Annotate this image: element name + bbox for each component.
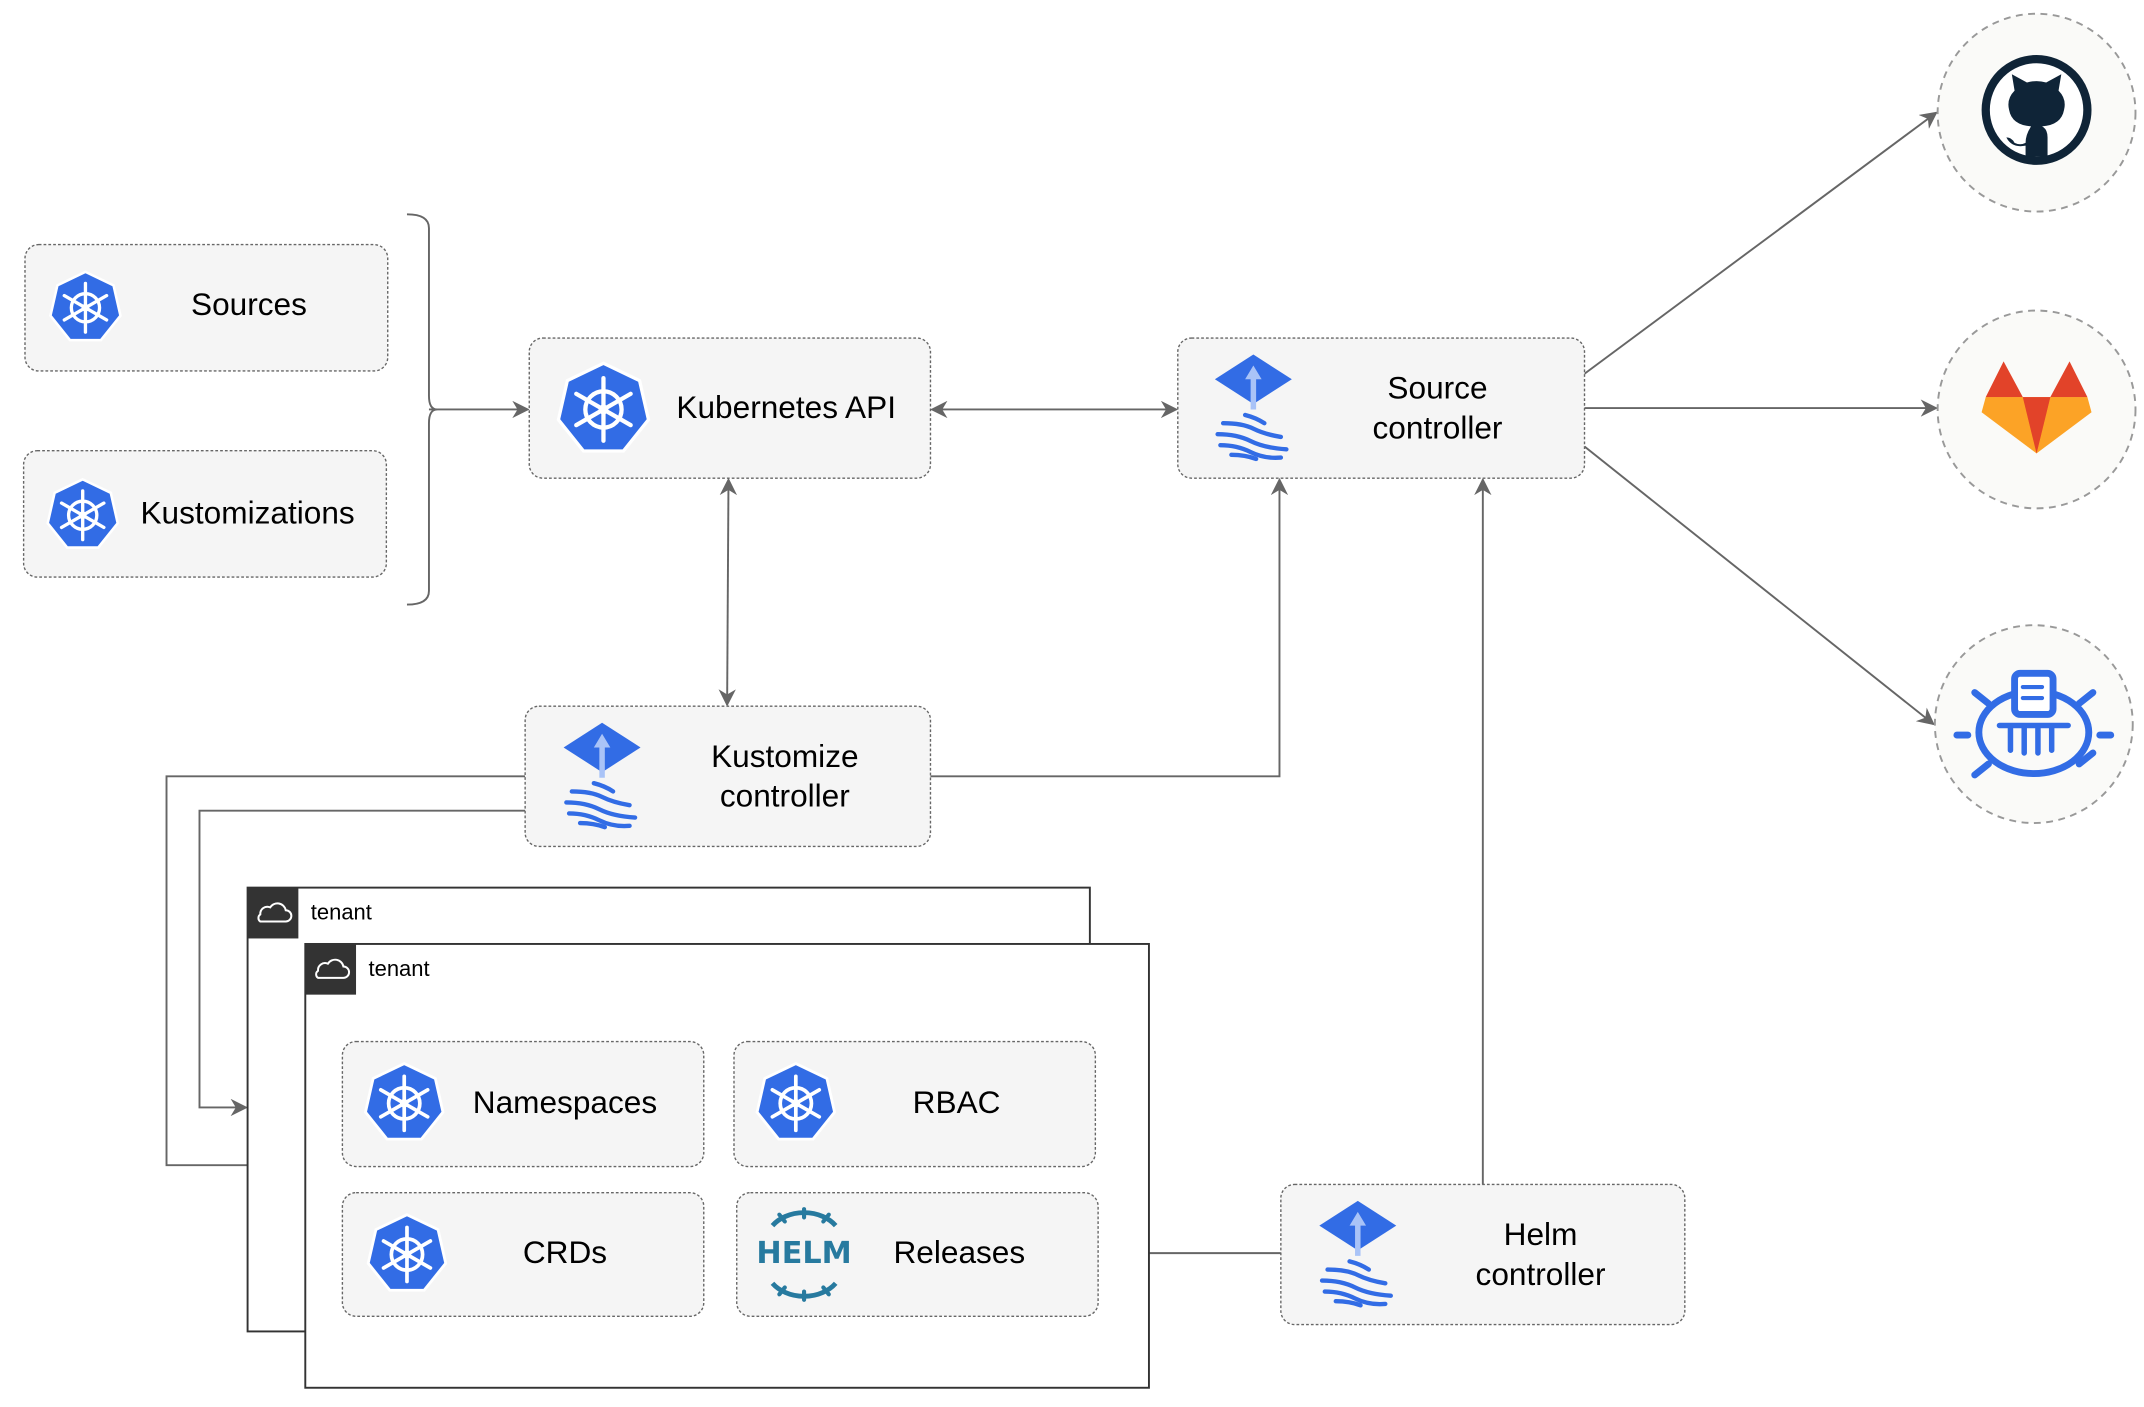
node-label: Releases — [893, 1234, 1025, 1270]
node-helm-controller[interactable]: Helm controller — [1280, 1183, 1686, 1326]
node-namespaces[interactable]: Namespaces — [341, 1040, 705, 1168]
node-label: Kubernetes API — [676, 389, 896, 425]
node-label: controller — [1373, 409, 1503, 445]
edge-kustomize-to-tenant-front — [165, 775, 526, 1174]
node-rbac[interactable]: RBAC — [733, 1040, 1097, 1168]
edge-kustomize-to-tenant-back — [198, 809, 526, 1117]
node-kustomize-controller[interactable]: Kustomize controller — [524, 705, 932, 848]
node-label: RBAC — [913, 1084, 1001, 1120]
node-label: Namespaces — [473, 1084, 657, 1120]
node-source-controller[interactable]: Source controller — [1177, 337, 1586, 479]
bucket-icon — [1953, 669, 2115, 779]
node-crds[interactable]: CRDs — [341, 1191, 705, 1318]
svg-text:HELM: HELM — [756, 1236, 851, 1271]
github-icon — [1981, 54, 2092, 165]
node-sources[interactable]: Sources — [24, 243, 389, 372]
gitlab-icon — [1981, 361, 2092, 454]
edge-api-kustomize-controller — [718, 477, 738, 707]
node-label: controller — [1476, 1256, 1606, 1292]
repo-bucket[interactable] — [1933, 624, 2134, 825]
tenant-front[interactable]: tenant Namespaces RBAC CRDs HELM — [304, 942, 1150, 1389]
cloud-icon — [247, 887, 299, 939]
node-label: Sources — [191, 286, 307, 322]
node-label: controller — [720, 778, 850, 814]
node-label: Kustomizations — [140, 495, 354, 531]
cloud-icon — [305, 943, 357, 995]
repo-github[interactable] — [1936, 12, 2137, 213]
node-label: Source — [1387, 370, 1487, 406]
tenant-label: tenant — [311, 900, 372, 925]
edge-kustomize-to-source — [930, 477, 1289, 778]
edge-source-to-bucket — [1583, 445, 1935, 726]
node-label: Kustomize — [711, 738, 858, 774]
node-kubernetes-api[interactable]: Kubernetes API — [528, 337, 932, 479]
edges — [165, 111, 1938, 1262]
tenant-label: tenant — [369, 956, 430, 981]
edge-source-to-github — [1583, 111, 1938, 375]
node-label: CRDs — [523, 1234, 607, 1270]
node-kustomizations[interactable]: Kustomizations — [22, 449, 388, 578]
node-label: Helm — [1504, 1216, 1578, 1252]
helm-icon: HELM — [756, 1207, 852, 1302]
node-releases[interactable]: HELM Releases — [736, 1191, 1099, 1318]
repo-gitlab[interactable] — [1936, 309, 2137, 510]
